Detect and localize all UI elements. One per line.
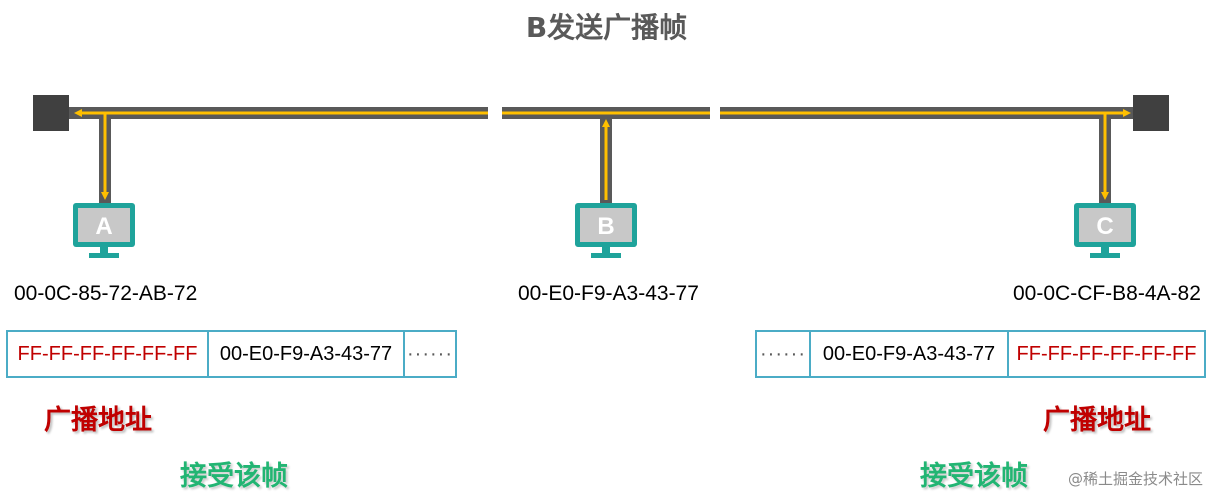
frame-right: ······ 00-E0-F9-A3-43-77 FF-FF-FF-FF-FF-… [755, 330, 1206, 378]
frame-left: FF-FF-FF-FF-FF-FF 00-E0-F9-A3-43-77 ····… [6, 330, 457, 378]
mac-address-b: 00-E0-F9-A3-43-77 [518, 282, 699, 305]
broadcast-address-label-right: 广播地址 [1043, 405, 1151, 436]
monitor-icon [1074, 203, 1136, 258]
diagram-title: B发送广播帧 [525, 11, 688, 44]
host-letter-a: A [95, 213, 112, 240]
monitor-icon [575, 203, 637, 258]
frame-left-src: 00-E0-F9-A3-43-77 [207, 332, 403, 376]
broadcast-address-label-left: 广播地址 [44, 405, 152, 436]
frame-right-more: ······ [760, 342, 806, 365]
host-letter-c: C [1096, 213, 1113, 240]
frame-left-more: ······ [403, 332, 455, 376]
accept-frame-label-right: 接受该帧 [920, 461, 1028, 492]
frame-left-dest: FF-FF-FF-FF-FF-FF [17, 342, 198, 365]
accept-frame-label-left: 接受该帧 [180, 461, 288, 492]
frame-right-dest: FF-FF-FF-FF-FF-FF [1007, 332, 1204, 376]
mac-address-a: 00-0C-85-72-AB-72 [14, 282, 198, 305]
mac-address-c: 00-0C-CF-B8-4A-82 [1013, 282, 1201, 305]
host-letter-b: B [597, 213, 614, 240]
terminator-right [1133, 95, 1169, 131]
signal-paths [74, 109, 1131, 200]
terminator-left [33, 95, 69, 131]
frame-right-src: 00-E0-F9-A3-43-77 [809, 332, 1007, 376]
watermark: @稀土掘金技术社区 [1067, 470, 1203, 488]
monitor-icon [73, 203, 135, 258]
